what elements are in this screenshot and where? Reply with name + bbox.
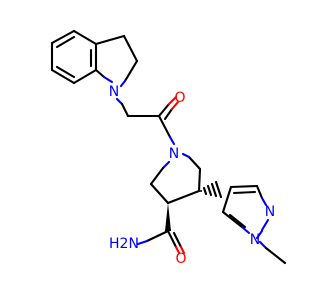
bond-pyr-c5-n1-black [221, 210, 244, 229]
hash-2 [202, 186, 208, 196]
bond-c3-c4 [166, 189, 201, 205]
bond-c-o-black-1 [166, 229, 178, 249]
bond-n-ch2-black [120, 102, 130, 118]
bond-pyr-inner-double [228, 213, 247, 229]
bond-c-o-black-2 [172, 231, 183, 249]
bond-c4-n-blue [102, 75, 114, 84]
bond-pyr-c3-n2-black [255, 184, 264, 200]
amide-oxygen-label: O [175, 251, 186, 267]
molecule-canvas: N O N H2N O N N [50, 29, 287, 267]
pyrazole-n2-label: N [265, 204, 275, 220]
bond-pyr-c4-c3-black [229, 184, 259, 189]
bond-c5-n-blue [181, 152, 191, 159]
bond-carbonyl-n-black [157, 114, 172, 139]
linker-chain [115, 95, 180, 146]
hash-5 [214, 180, 223, 199]
carbonyl-oxygen-label: O [174, 90, 185, 106]
bond-c-nh2-blue [136, 239, 149, 246]
bond-n-ch2-blue [115, 97, 124, 106]
atom-labels: N O N H2N O N N [109, 84, 275, 267]
hash-stereo-bond [199, 180, 223, 199]
bond-c4-n-black [94, 68, 106, 79]
bond-ch2-ch2 [122, 34, 139, 63]
bond-c-o-red-2 [179, 245, 186, 255]
bond-c4-c5 [197, 167, 202, 193]
bond-n-c2-blue [161, 160, 171, 170]
bond-c2-c3 [72, 29, 98, 46]
stereo-bond-carboxamide [165, 203, 171, 231]
molecule-structure: N O N H2N O N N [50, 29, 287, 267]
indoline-five-ring [94, 34, 139, 88]
hash-4 [210, 182, 218, 198]
pyrrolidine-nitrogen-label: N [169, 146, 179, 162]
bond-carbonyl-o-red-1 [167, 95, 178, 106]
amide-nitrogen-label: H2N [109, 236, 139, 252]
carboxamide-group [136, 203, 186, 255]
indoline-nitrogen-label: N [109, 84, 119, 100]
hash-3 [206, 184, 213, 197]
pyrazole-ring [221, 184, 287, 265]
bond-carbonyl-o-black-2 [163, 107, 174, 121]
pyrrolidine-ring [149, 152, 202, 205]
bond-n1-methyl-blue [258, 240, 268, 250]
aromatic-double-1 [55, 35, 76, 49]
bond-c5-n-black [187, 155, 202, 171]
bond-ch2-n-black [123, 59, 139, 83]
bond-carbonyl-o-black-1 [157, 102, 171, 118]
bond-n-c2-black [149, 166, 165, 186]
bond-c2-c3 [149, 182, 170, 205]
bond-pyr-n2-n1-blue [260, 218, 270, 232]
bond-c-o-red-1 [174, 245, 181, 255]
aromatic-double-3 [55, 65, 76, 79]
bond-ch2-n-blue [119, 79, 127, 88]
bond-c1-c2 [50, 29, 76, 45]
bond-c-nh2-black [145, 229, 170, 243]
bond-c3-ch2 [94, 34, 126, 46]
bond-carbonyl-o-red-2 [170, 100, 180, 111]
bond-c5-c6 [50, 68, 76, 85]
bond-pyr-c4-c3-double [232, 190, 257, 195]
bond-pyr-n2-n1-blue-2 [255, 229, 264, 240]
bond-n1-methyl-black [264, 246, 287, 265]
bond-pyr-c3-n2-blue [260, 196, 268, 207]
bond-pyr-c5-n1-blue [240, 225, 251, 235]
bond-pyr-c4-c5 [221, 185, 233, 214]
bond-carbonyl-n-blue [168, 135, 176, 146]
bond-c4-c5 [72, 68, 98, 85]
benzene-ring [50, 29, 98, 85]
pyrazole-n1-label: N [250, 232, 260, 248]
